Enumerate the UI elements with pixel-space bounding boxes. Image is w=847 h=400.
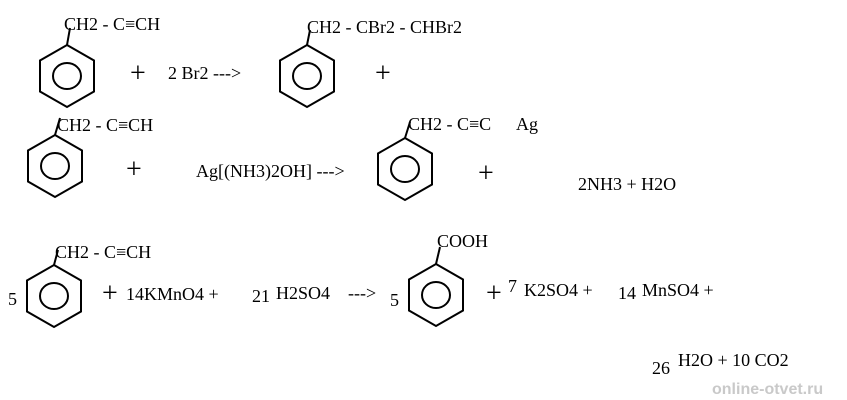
reactant-2: CH2 - C≡CH (27, 115, 153, 198)
reagent-tollens: Ag[(NH3)2OH] ---> (196, 161, 345, 182)
reactant-3: CH2 - C≡CH (26, 242, 151, 328)
h2o-coefficient: 26 (652, 358, 670, 378)
product-k2so4: K2SO4 + (524, 280, 593, 300)
product-1: CH2 - CBr2 - CHBr2 (279, 17, 462, 108)
reaction-2: CH2 - C≡CH + Ag[(NH3)2OH] ---> CH2 - C≡C… (27, 114, 676, 201)
product-water-co2: H2O + 10 CO2 (678, 350, 789, 370)
reaction-arrow: ---> (348, 283, 376, 303)
reactant-1-substituent: CH2 - C≡CH (64, 14, 160, 34)
product-2-substituent: CH2 - C≡C (408, 114, 491, 134)
product-3: COOH (408, 231, 488, 327)
reactant-3-substituent: CH2 - C≡CH (55, 242, 151, 262)
reactant-1: CH2 - C≡CH (39, 14, 160, 108)
product-1-substituent: CH2 - CBr2 - CHBr2 (307, 17, 462, 37)
k2so4-coefficient: 7 (508, 276, 517, 296)
plus-sign: + (130, 58, 146, 89)
product-mnso4: MnSO4 + (642, 280, 714, 300)
plus-sign: + (102, 278, 118, 309)
reaction-1: CH2 - C≡CH + 2 Br2 ---> CH2 - CBr2 - CHB… (39, 14, 462, 108)
plus-sign: + (375, 58, 391, 89)
h2so4-coefficient: 21 (252, 286, 270, 306)
plus-sign: + (126, 154, 142, 185)
reagent-kmno4: 14KMnO4 + (126, 284, 219, 304)
mnso4-coefficient: 14 (618, 283, 636, 303)
plus-sign: + (478, 158, 494, 189)
reactant-3-coefficient: 5 (8, 289, 17, 309)
watermark: online-otvet.ru (712, 381, 823, 398)
reagent-h2so4: H2SO4 (276, 283, 330, 303)
reaction-3: 5 CH2 - C≡CH + 14KMnO4 + 21 H2SO4 ---> 5… (8, 231, 789, 378)
byproduct-ammonia-water: 2NH3 + H2O (578, 174, 676, 194)
product-3-substituent: COOH (437, 231, 488, 251)
product-3-coefficient: 5 (390, 290, 399, 310)
plus-sign: + (486, 278, 502, 309)
reagent-bromine: 2 Br2 ---> (168, 63, 241, 83)
product-2-silver: Ag (516, 114, 538, 134)
product-2: CH2 - C≡C Ag (377, 114, 538, 201)
reactant-2-substituent: CH2 - C≡CH (57, 115, 153, 135)
